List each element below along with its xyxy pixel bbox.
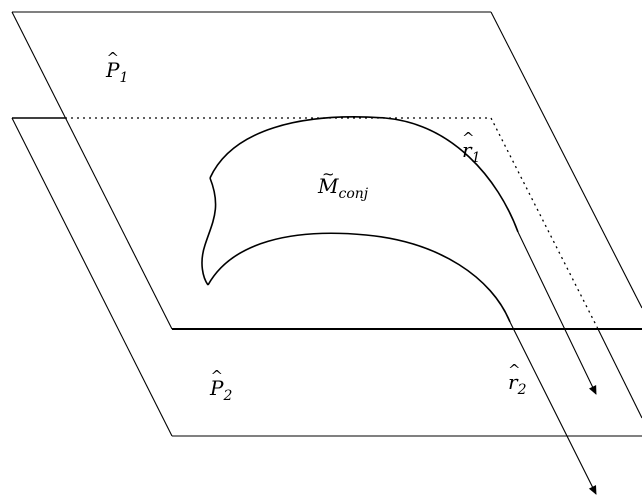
manifold-shape	[201, 116, 519, 323]
plane-top-label: ^P1	[106, 49, 129, 86]
plane-top	[11, 11, 642, 330]
ray-top-label: ^r1	[462, 129, 481, 166]
manifold-label: ~Mconj	[318, 165, 369, 202]
ray-top-arrow	[517, 231, 597, 395]
plane-bottom-hidden-edges	[65, 117, 598, 328]
ray-bottom-label: ^r2	[508, 361, 527, 398]
plane-bottom-label: ^P2	[210, 367, 233, 404]
plane-bottom	[11, 117, 642, 437]
ray-bottom-arrow	[509, 321, 597, 495]
plane-bottom-right-edge	[596, 326, 642, 419]
